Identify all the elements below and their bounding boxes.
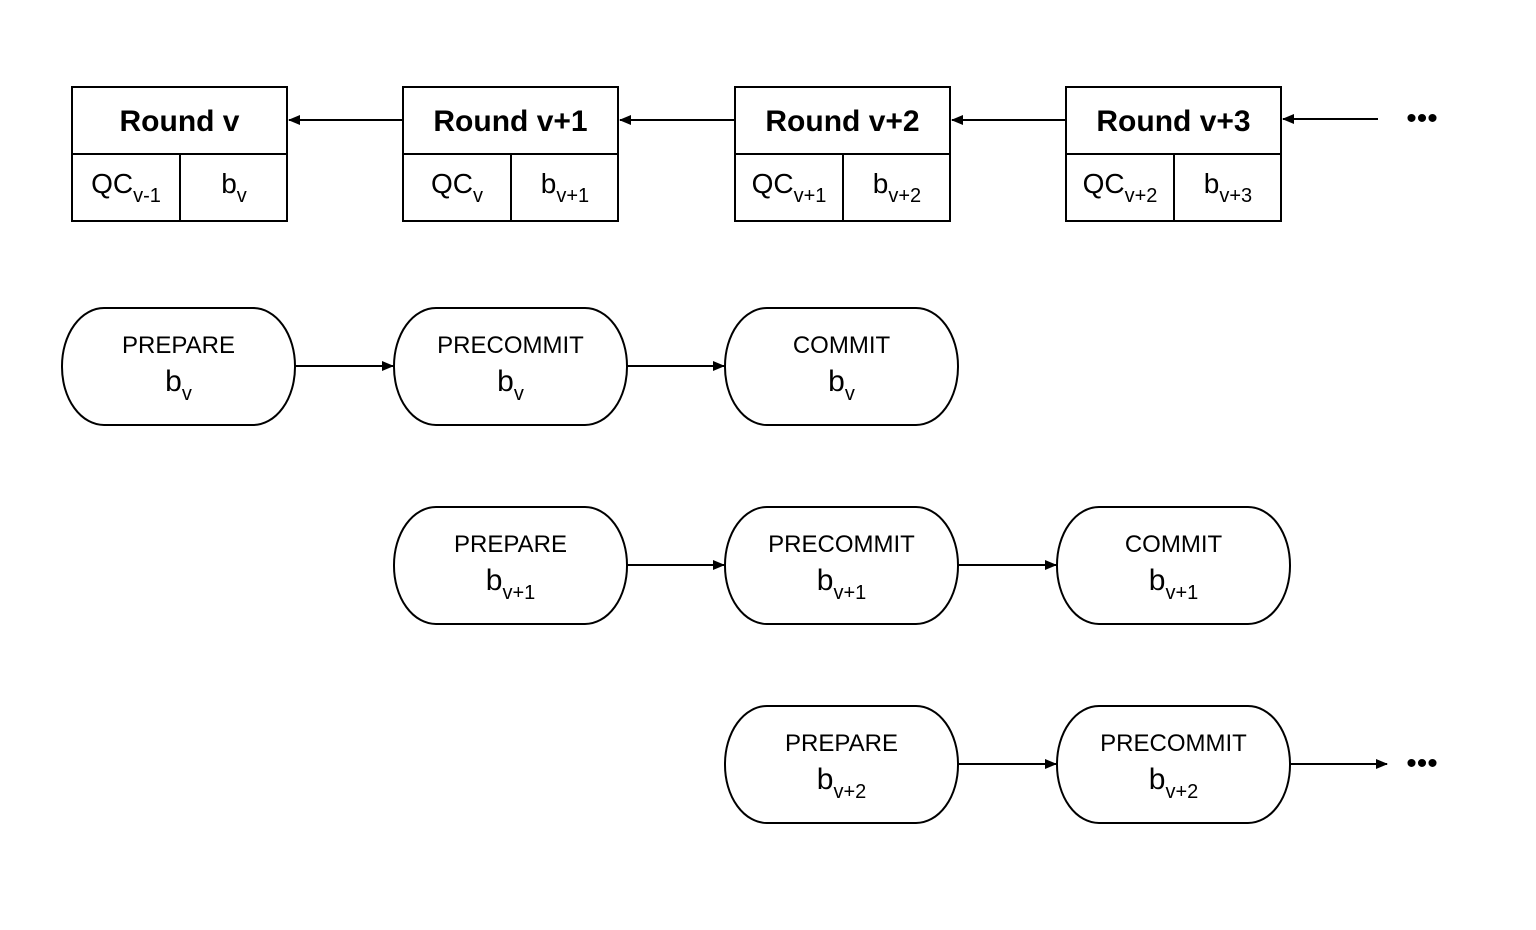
phase-block-label-main: b [1149, 564, 1166, 597]
phase-label: PREPARE [122, 332, 235, 359]
round-title: Round v+2 [765, 105, 919, 138]
phase-block-label-subscript: v+1 [833, 582, 866, 604]
block-label-main: b [873, 168, 889, 199]
phase-node-border [393, 506, 628, 625]
phase-block-label-main: b [497, 365, 514, 398]
round-title: Round v [120, 105, 240, 138]
phase-node-precommit: PRECOMMIT bv+1 [724, 506, 959, 625]
phase-node-prepare: PREPARE bv [61, 307, 296, 426]
qc-label: QCv [431, 168, 483, 207]
phase-label: COMMIT [1125, 531, 1223, 558]
phase-block-label: bv+2 [817, 763, 867, 803]
phase-block-label-subscript: v+1 [1165, 582, 1198, 604]
phase-node-border [1056, 705, 1291, 824]
phase-node-precommit: PRECOMMIT bv+2 [1056, 705, 1291, 824]
phase-block-label: bv+1 [1149, 564, 1199, 604]
phase-label: PRECOMMIT [1100, 730, 1247, 757]
phase-block-label-subscript: v+2 [833, 781, 866, 803]
block-label-main: b [1204, 168, 1220, 199]
qc-label-subscript: v-1 [133, 185, 161, 207]
phase-block-label-main: b [1149, 763, 1166, 796]
ellipsis: ••• [1406, 102, 1438, 135]
qc-label-subscript: v [473, 185, 483, 207]
qc-label-main: QC [1083, 168, 1125, 199]
block-label-subscript: v+1 [556, 185, 589, 207]
block-label: bv+3 [1204, 168, 1252, 207]
qc-label: QCv+1 [752, 168, 827, 207]
phase-block-label-main: b [486, 564, 503, 597]
block-label: bv+2 [873, 168, 921, 207]
qc-label-main: QC [91, 168, 133, 199]
phase-block-label-main: b [817, 763, 834, 796]
qc-label-subscript: v+2 [1125, 185, 1158, 207]
phase-node-border [724, 705, 959, 824]
phase-node-precommit: PRECOMMIT bv [393, 307, 628, 426]
phase-block-label: bv+2 [1149, 763, 1199, 803]
phase-block-label-main: b [817, 564, 834, 597]
ellipsis: ••• [1406, 747, 1438, 780]
phase-block-label: bv [165, 365, 192, 405]
round-title: Round v+1 [433, 105, 587, 138]
block-label-subscript: v+3 [1219, 185, 1252, 207]
phase-block-label-main: b [165, 365, 182, 398]
block-label: bv+1 [541, 168, 589, 207]
phase-block-label-main: b [828, 365, 845, 398]
phase-label: PREPARE [454, 531, 567, 558]
round-block: Round v QCv-1 bv [71, 86, 288, 222]
phase-node-prepare: PREPARE bv+1 [393, 506, 628, 625]
phase-node-border [1056, 506, 1291, 625]
phase-node-commit: COMMIT bv [724, 307, 959, 426]
phase-block-label: bv+1 [817, 564, 867, 604]
block-label: bv [221, 168, 247, 207]
phase-label: PRECOMMIT [437, 332, 584, 359]
phase-label: PREPARE [785, 730, 898, 757]
phase-node-border [724, 506, 959, 625]
qc-label: QCv-1 [91, 168, 161, 207]
phase-label: COMMIT [793, 332, 891, 359]
phase-block-label-subscript: v [845, 383, 855, 405]
phase-block-label: bv+1 [486, 564, 536, 604]
phase-block-label-subscript: v [514, 383, 524, 405]
qc-label: QCv+2 [1083, 168, 1158, 207]
phase-block-label-subscript: v [182, 383, 192, 405]
block-label-subscript: v+2 [888, 185, 921, 207]
phase-node-prepare: PREPARE bv+2 [724, 705, 959, 824]
phase-block-label: bv [828, 365, 855, 405]
qc-label-main: QC [431, 168, 473, 199]
phase-label: PRECOMMIT [768, 531, 915, 558]
phase-block-label-subscript: v+1 [502, 582, 535, 604]
block-label-main: b [221, 168, 237, 199]
phase-node-border [724, 307, 959, 426]
qc-label-subscript: v+1 [794, 185, 827, 207]
phase-block-label: bv [497, 365, 524, 405]
qc-label-main: QC [752, 168, 794, 199]
block-label-main: b [541, 168, 557, 199]
round-title: Round v+3 [1096, 105, 1250, 138]
phase-block-label-subscript: v+2 [1165, 781, 1198, 803]
block-label-subscript: v [237, 185, 247, 207]
phase-node-commit: COMMIT bv+1 [1056, 506, 1291, 625]
